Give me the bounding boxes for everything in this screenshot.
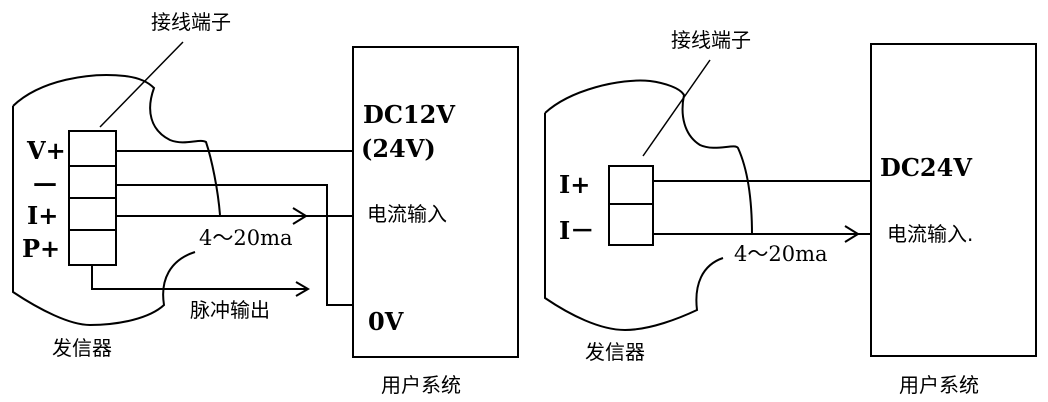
left-arrow-pulse bbox=[295, 281, 310, 297]
right-device-outline bbox=[544, 79, 753, 236]
right-device-outline-lower bbox=[544, 113, 724, 332]
left-wire-minus bbox=[116, 184, 353, 306]
left-pulse-label: 脉冲输出 bbox=[190, 298, 270, 322]
left-system-power-alt: (24V) bbox=[361, 134, 436, 163]
left-wire-pulse bbox=[91, 265, 308, 290]
right-system-caption: 用户系统 bbox=[899, 373, 979, 397]
left-system-current-input: 电流输入 bbox=[367, 202, 447, 226]
left-terminal-vplus: V+ bbox=[27, 136, 66, 165]
left-terminal-minus: — bbox=[33, 168, 57, 197]
left-terminal-pplus: P+ bbox=[22, 234, 61, 263]
left-callout-label: 接线端子 bbox=[151, 10, 231, 34]
right-callout-line bbox=[642, 59, 711, 157]
right-current-label: 4～20ma bbox=[734, 242, 828, 266]
left-system-power: DC12V bbox=[363, 100, 455, 129]
right-system-current-input: 电流输入. bbox=[887, 222, 974, 246]
left-arrow-iplus bbox=[292, 207, 308, 225]
left-device-label: 发信器 bbox=[52, 336, 112, 360]
right-terminal-iplus: I+ bbox=[559, 170, 591, 199]
left-user-system-box bbox=[352, 46, 519, 358]
left-device-outline bbox=[12, 74, 221, 216]
right-arrow-iminus bbox=[844, 225, 860, 243]
left-terminal-iplus: I+ bbox=[27, 201, 59, 230]
left-device-outline-lower bbox=[12, 106, 196, 327]
right-terminal-iminus: I－ bbox=[559, 216, 595, 245]
left-system-ground: 0V bbox=[368, 307, 404, 336]
left-callout-line bbox=[99, 41, 184, 128]
right-terminal-block bbox=[608, 165, 654, 246]
left-system-caption: 用户系统 bbox=[381, 373, 461, 397]
right-device-label: 发信器 bbox=[585, 340, 645, 364]
right-system-power: DC24V bbox=[880, 153, 972, 182]
left-current-label: 4～20ma bbox=[199, 226, 293, 250]
right-user-system-box bbox=[870, 43, 1037, 357]
right-callout-label: 接线端子 bbox=[671, 28, 751, 52]
